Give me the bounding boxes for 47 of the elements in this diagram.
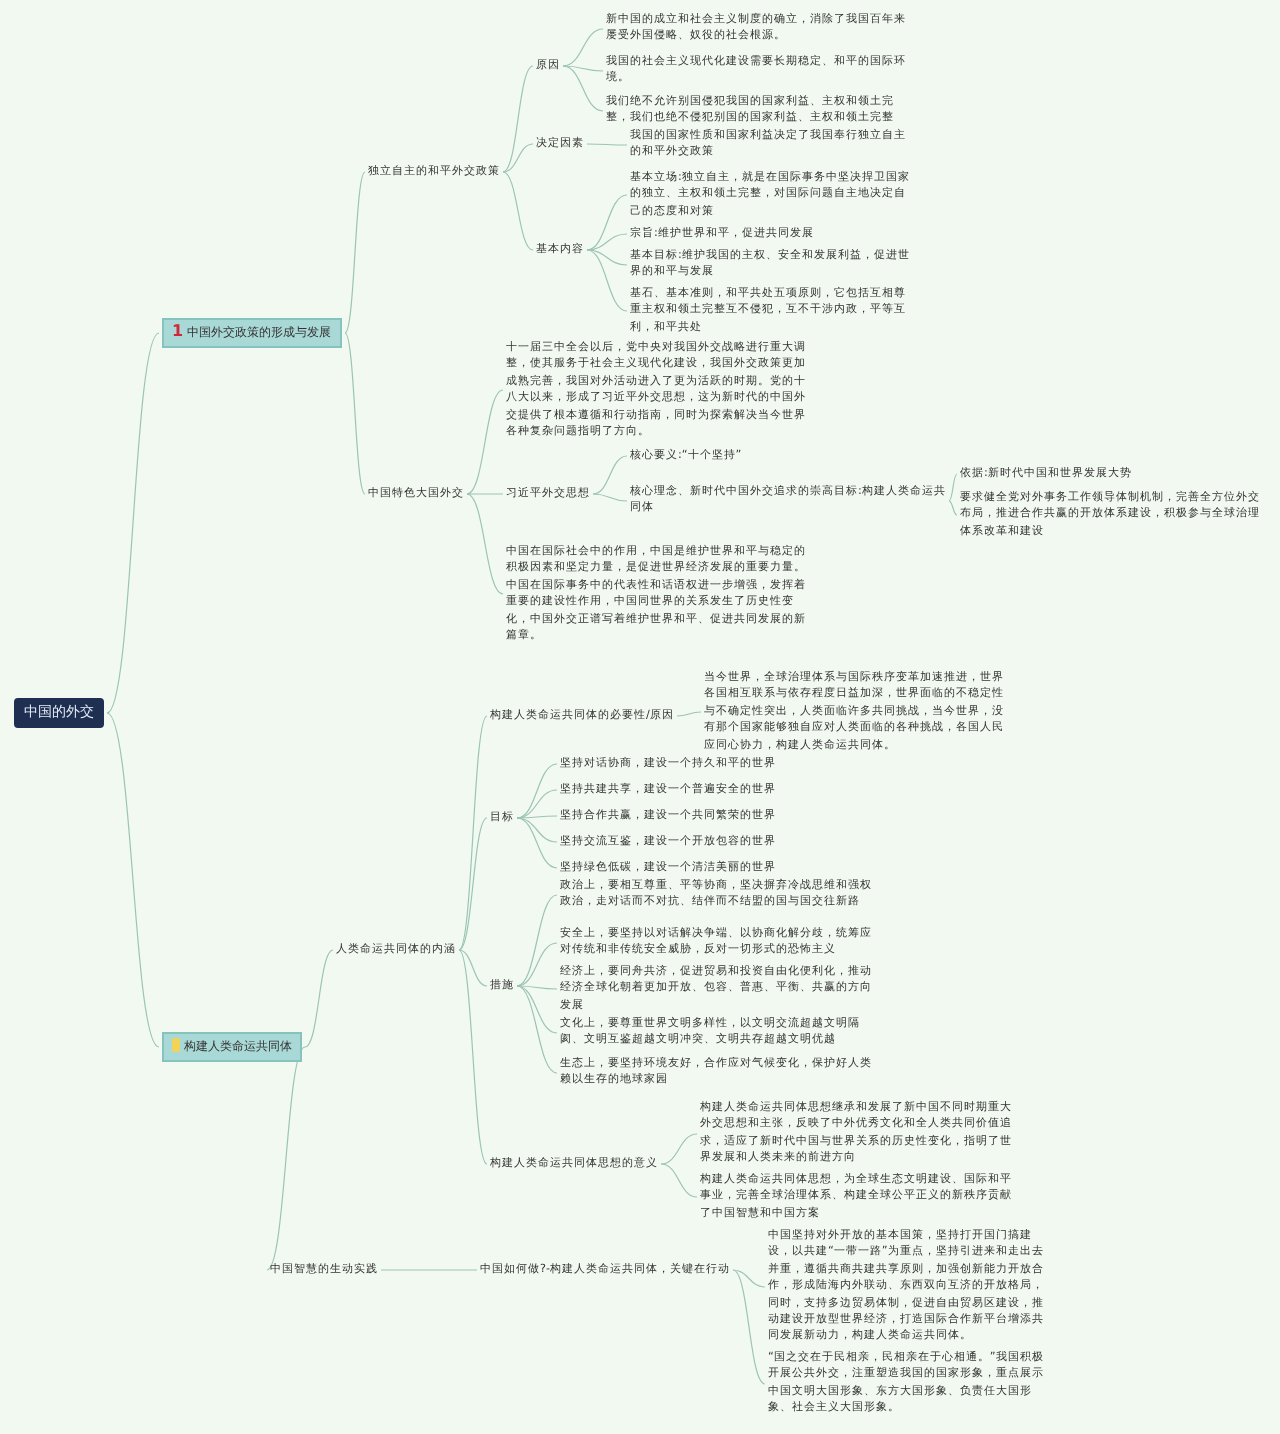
connector-line <box>502 143 534 173</box>
connector-line <box>516 763 558 819</box>
connector-line <box>562 28 604 67</box>
connector-line <box>106 712 160 1048</box>
connector-line <box>586 249 628 312</box>
connector-line <box>586 143 628 146</box>
connector-line <box>458 949 488 1165</box>
connector-line <box>380 1269 478 1271</box>
connector-line <box>516 817 558 843</box>
connector-line <box>586 194 628 251</box>
branch-topic <box>162 318 342 348</box>
connector-line <box>106 332 160 714</box>
connector-line <box>516 985 558 990</box>
connector-line <box>660 1163 698 1198</box>
connector-line <box>502 65 534 173</box>
connector-line <box>466 389 504 495</box>
branch-topic <box>162 1032 302 1062</box>
connector-line <box>458 817 488 951</box>
connector-line <box>732 1269 766 1288</box>
connector-line <box>516 985 558 1074</box>
connector-line <box>948 500 958 516</box>
connector-line <box>676 711 702 717</box>
connector-line <box>516 894 558 987</box>
connector-line <box>592 493 628 502</box>
connector-line <box>516 815 558 819</box>
connector-line <box>458 715 488 951</box>
connector-line <box>304 949 334 1048</box>
topic-number: 1 <box>172 322 184 340</box>
connector-line <box>516 942 558 987</box>
connector-line <box>660 1133 698 1165</box>
connector-line <box>948 473 958 502</box>
connector-line <box>466 493 504 495</box>
connector-line <box>266 1046 306 1271</box>
connector-line <box>344 332 366 495</box>
connector-line <box>732 1269 766 1385</box>
connector-line <box>516 789 558 819</box>
connector-line <box>458 949 488 987</box>
connector-line <box>344 171 366 334</box>
connector-line <box>586 233 628 251</box>
connector-line <box>586 249 628 266</box>
connector-line <box>502 171 534 251</box>
connector-line <box>466 493 504 595</box>
connector-line <box>592 455 628 495</box>
connector-line <box>562 65 604 112</box>
connector-line <box>516 817 558 869</box>
connector-line <box>516 985 558 1034</box>
connector-line <box>562 65 604 72</box>
